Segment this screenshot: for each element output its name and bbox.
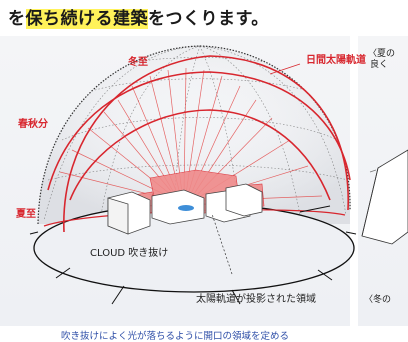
projected-area-label: 太陽軌道が投影された領域 (196, 292, 316, 305)
headline-highlight: 保ち続ける建築 (25, 9, 148, 29)
cloud-atrium-label: CLOUD 吹き抜け (90, 246, 168, 259)
winter-solstice-orbit (69, 109, 331, 201)
headline-suffix: をつくります。 (148, 9, 269, 29)
headline-prefix: を (8, 9, 26, 29)
daily-orbit-label: 日間太陽軌道 (306, 53, 366, 66)
side-top-label-2: 良く (370, 58, 388, 70)
equinox-orbit (47, 71, 351, 191)
sun-paths (43, 55, 351, 233)
headline: を保ち続ける建築をつくります。 (8, 4, 269, 29)
ground-ticks (29, 205, 357, 305)
building-blocks (107, 183, 263, 235)
diagram-caption: 吹き抜けによく光が落ちるように開口の領域を定める (60, 331, 289, 342)
projection-leader (211, 213, 233, 275)
dome-outline (37, 45, 351, 225)
equinox-label: 春秋分 (18, 117, 48, 130)
winter-solstice-label: 冬至 (128, 55, 148, 68)
summer-solstice-label: 夏至 (15, 208, 36, 220)
side-top-label: 〈夏の (368, 48, 395, 59)
atrium-opening (178, 205, 194, 211)
side-bottom-label: 〈冬の (364, 293, 391, 305)
side-diagram (361, 149, 408, 245)
leader-lines (269, 63, 301, 75)
sun-orbit-diagram: 日間太陽軌道 冬至 春秋分 夏至 CLOUD 吹き抜け 太陽軌道が投影された領域… (15, 45, 408, 305)
summer-solstice-orbit (63, 55, 349, 233)
dome-shell (38, 46, 351, 224)
